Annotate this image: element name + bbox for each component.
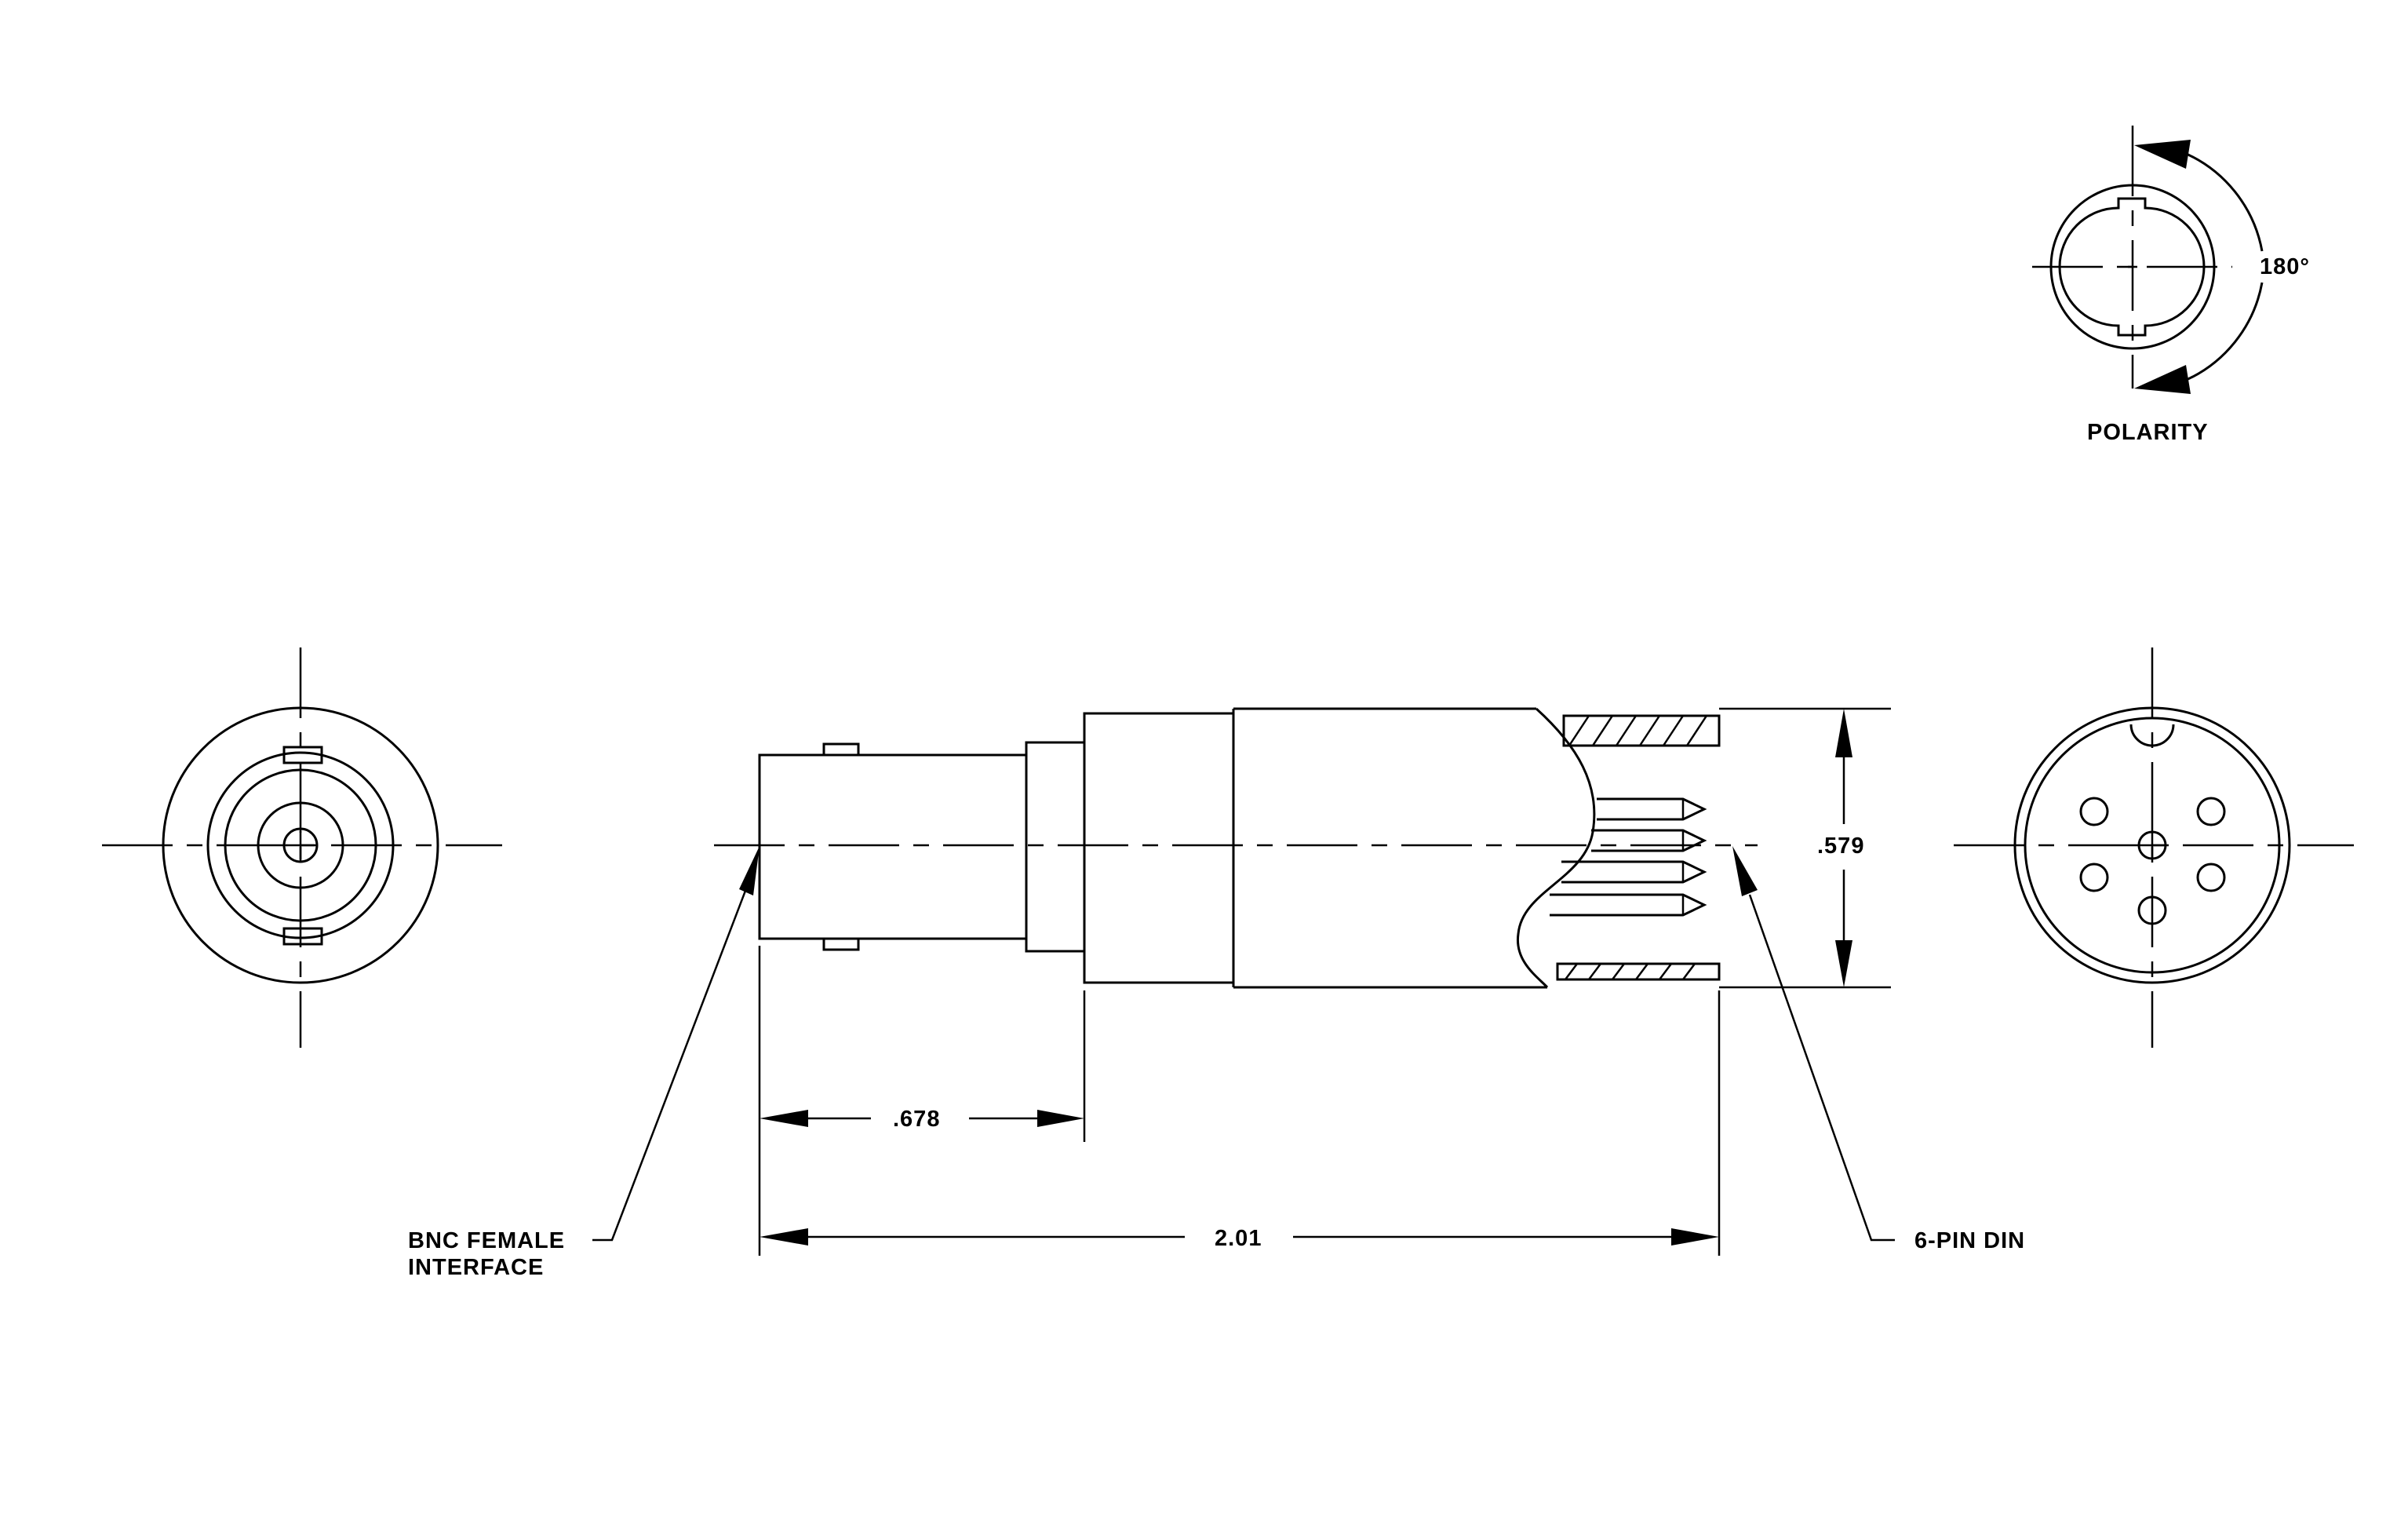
bnc-label-line1: BNC FEMALE bbox=[408, 1228, 565, 1253]
dimension-length: 2.01 bbox=[760, 990, 1721, 1256]
din-leader: 6-PIN DIN bbox=[1732, 846, 2025, 1253]
bnc-end-view bbox=[102, 647, 502, 1048]
pin-3 bbox=[1561, 860, 1707, 884]
angle-label: 180° bbox=[2260, 254, 2310, 279]
pin-2 bbox=[1591, 829, 1707, 852]
pin-1 bbox=[1597, 797, 1707, 821]
din-label: 6-PIN DIN bbox=[1914, 1228, 2025, 1253]
height-dim-label: .579 bbox=[1817, 833, 1864, 859]
dimension-height: .579 bbox=[1719, 707, 1891, 989]
cutaway-break-line bbox=[1516, 707, 1596, 989]
side-view bbox=[714, 707, 1758, 989]
bnc-label-line2: INTERFACE bbox=[408, 1255, 544, 1280]
polarity-label: POLARITY bbox=[2087, 420, 2209, 445]
hatch-bottom bbox=[1565, 963, 1696, 980]
rotation-arrow-bottom bbox=[2134, 365, 2191, 394]
din-end-view bbox=[1954, 647, 2354, 1048]
dimension-short: .678 bbox=[758, 946, 1086, 1256]
hatch-top bbox=[1568, 715, 1708, 746]
pin-4 bbox=[1550, 893, 1707, 917]
bnc-leader: BNC FEMALE INTERFACE bbox=[408, 846, 760, 1280]
polarity-key-profile bbox=[2058, 197, 2206, 337]
short-dim-label: .678 bbox=[893, 1107, 940, 1132]
polarity-view: 180° POLARITY bbox=[2032, 126, 2310, 445]
rotation-arrow-top bbox=[2134, 140, 2191, 169]
length-dim-label: 2.01 bbox=[1215, 1226, 1262, 1251]
